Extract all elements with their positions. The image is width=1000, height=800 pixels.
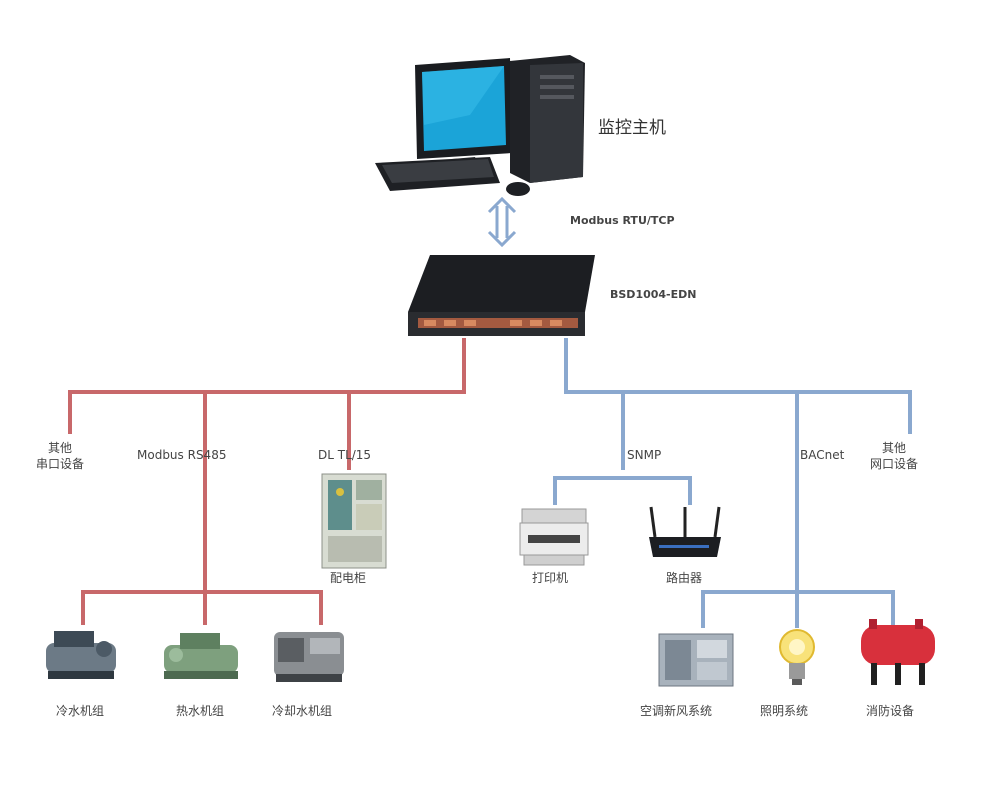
bottom-right-label-1: 空调新风系统 bbox=[640, 704, 713, 718]
bottom-left-label-2: 热水机组 bbox=[176, 704, 225, 718]
protocol-top-label: Modbus RTU/TCP bbox=[570, 214, 675, 227]
other-net-label: 其他 网口设备 bbox=[870, 441, 919, 471]
other-serial-label: 其他 串口设备 bbox=[36, 441, 85, 471]
router-label: 路由器 bbox=[666, 571, 703, 585]
gateway-label: BSD1004-EDN bbox=[610, 288, 697, 301]
hvac-system-icon bbox=[658, 633, 734, 687]
hot-water-unit-icon bbox=[164, 633, 238, 679]
bottom-left-label-3: 冷却水机组 bbox=[272, 704, 333, 718]
gateway-device-icon bbox=[408, 255, 595, 336]
panel-label: 配电柜 bbox=[330, 571, 367, 585]
host-label: 监控主机 bbox=[598, 118, 666, 138]
bacnet-label: BACnet bbox=[800, 448, 845, 462]
monitoring-host-icon bbox=[375, 55, 585, 196]
left-bus-lines bbox=[68, 338, 466, 625]
fire-equipment-icon bbox=[861, 619, 935, 685]
bottom-right-label-3: 消防设备 bbox=[866, 704, 915, 718]
bottom-left-label-1: 冷水机组 bbox=[56, 704, 105, 718]
host-gateway-link bbox=[487, 196, 517, 248]
chiller-unit-icon bbox=[46, 631, 116, 679]
right-bus-lines bbox=[553, 338, 912, 628]
light-bulb-icon bbox=[779, 629, 815, 685]
router-icon bbox=[649, 506, 721, 557]
printer-label: 打印机 bbox=[532, 571, 569, 585]
distribution-panel-icon bbox=[321, 473, 387, 569]
cooling-water-unit-icon bbox=[274, 632, 344, 682]
modbus-rs485-label: Modbus RS485 bbox=[137, 448, 227, 462]
printer-icon bbox=[519, 508, 589, 566]
dc-protocol-label: DL TL/15 bbox=[318, 448, 372, 462]
bottom-right-label-2: 照明系统 bbox=[760, 704, 809, 718]
snmp-label: SNMP bbox=[627, 448, 662, 462]
